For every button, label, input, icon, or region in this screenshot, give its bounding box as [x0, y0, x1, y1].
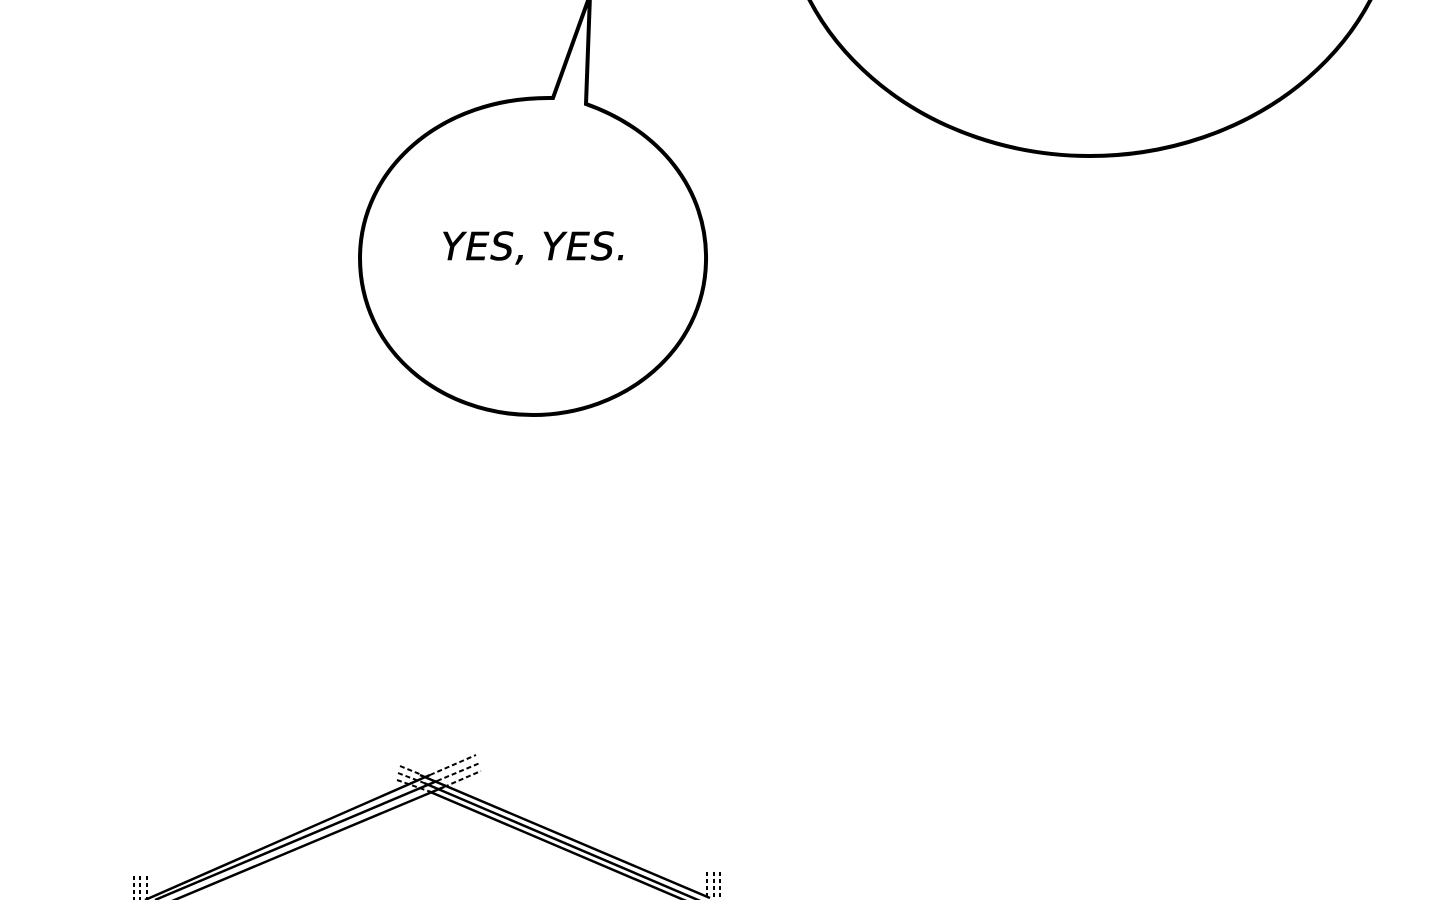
small-speech-bubble	[357, 0, 709, 418]
large-speech-bubble	[807, 0, 1373, 158]
roof-line-drawing	[133, 754, 721, 900]
speech-bubble-text: YES, YES.	[441, 225, 629, 270]
